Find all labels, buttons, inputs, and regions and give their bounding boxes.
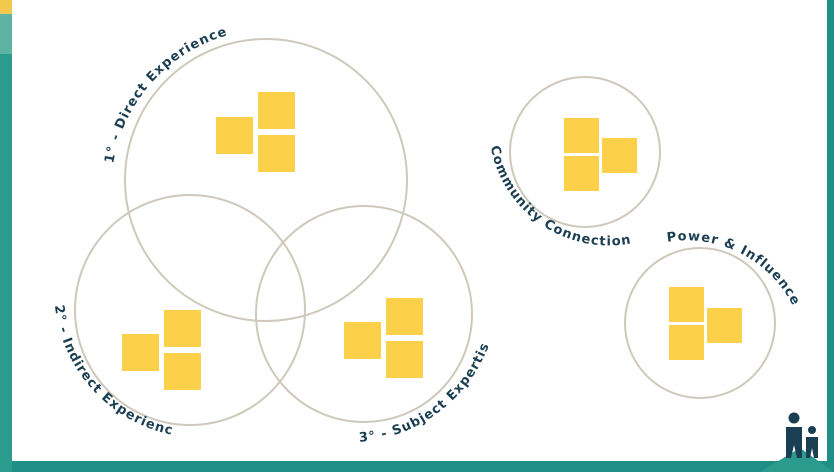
sticky-note (669, 325, 704, 360)
sticky-note (386, 298, 423, 335)
sticky-note (602, 138, 637, 173)
sticky-note (344, 322, 381, 359)
sticky-note (258, 92, 295, 129)
sticky-note (164, 310, 201, 347)
sticky-note (564, 156, 599, 191)
label-subject-expertise: 3° - Subject Expertise (0, 0, 492, 446)
frame-accent-yellow (0, 0, 12, 14)
sticky-note (669, 287, 704, 322)
label-direct-experience: 1° - Direct Experience (102, 24, 229, 164)
sticky-note (386, 341, 423, 378)
sticky-note (258, 135, 295, 172)
sticky-note (164, 353, 201, 390)
circle-direct-experience (124, 38, 408, 322)
label-indirect-experience: 2° - Indirect Experience (0, 0, 175, 439)
frame-accent-teal (0, 14, 12, 54)
label-community-connections: Community Connections (0, 0, 633, 249)
sticky-note (122, 334, 159, 371)
people-logo-icon (760, 412, 834, 472)
circle-subject-expertise (255, 205, 473, 423)
circle-community-connections (509, 76, 661, 228)
frame-left-stripe (0, 0, 12, 472)
sticky-note (216, 117, 253, 154)
diagram-canvas (12, 0, 827, 461)
sticky-note (564, 118, 599, 153)
circle-power-influence (624, 247, 776, 399)
sticky-note (707, 308, 742, 343)
circle-indirect-experience (74, 194, 306, 426)
